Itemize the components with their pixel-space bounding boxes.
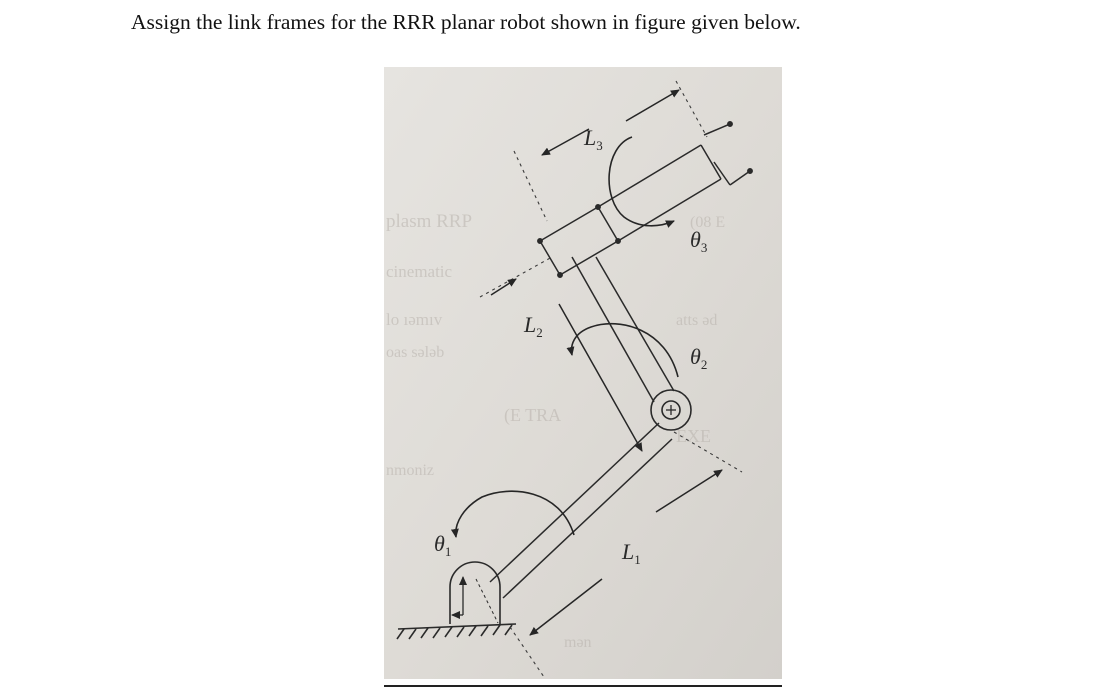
svg-text:lo ıəmıv: lo ıəmıv — [386, 310, 443, 329]
dimension-arrows — [490, 89, 723, 636]
robot-figure: plasm RRP cinematic lo ıəmıv oas sələb (… — [384, 67, 782, 679]
construction-lines — [479, 80, 743, 678]
label-theta2: θ2 — [690, 344, 707, 372]
paper-background — [384, 67, 782, 679]
svg-text:EXE: EXE — [676, 426, 711, 446]
rotation-arcs — [450, 136, 679, 538]
end-effector — [700, 121, 753, 186]
figure-bottom-rule — [384, 685, 782, 687]
svg-text:mən: mən — [564, 634, 592, 651]
svg-text:(08 E: (08 E — [690, 214, 725, 231]
link-1 — [489, 422, 673, 599]
svg-text:cinematic: cinematic — [386, 262, 453, 281]
label-l1: L1 — [621, 539, 641, 567]
link-3 — [597, 144, 722, 242]
ground-hatch — [396, 623, 517, 640]
base-joint — [449, 561, 501, 624]
label-l3: L3 — [583, 125, 603, 153]
svg-text:atts əd: atts əd — [676, 312, 717, 329]
svg-text:oas sələb: oas sələb — [386, 344, 444, 361]
question-text: Assign the link frames for the RRR plana… — [131, 10, 801, 34]
robot-diagram: plasm RRP cinematic lo ıəmıv oas sələb (… — [384, 67, 782, 679]
svg-text:(E TRA: (E TRA — [504, 405, 561, 426]
label-theta3: θ3 — [690, 227, 707, 255]
label-theta1: θ1 — [434, 531, 451, 559]
svg-text:nmoniz: nmoniz — [386, 462, 434, 479]
bleed-through-text: plasm RRP cinematic lo ıəmıv oas sələb (… — [386, 211, 725, 651]
svg-text:plasm RRP: plasm RRP — [386, 211, 472, 232]
figure-labels: L3 θ3 L2 θ2 θ1 L1 — [434, 125, 707, 567]
elbow-joint — [650, 389, 692, 431]
label-l2: L2 — [523, 312, 543, 340]
link-2 — [571, 256, 675, 403]
